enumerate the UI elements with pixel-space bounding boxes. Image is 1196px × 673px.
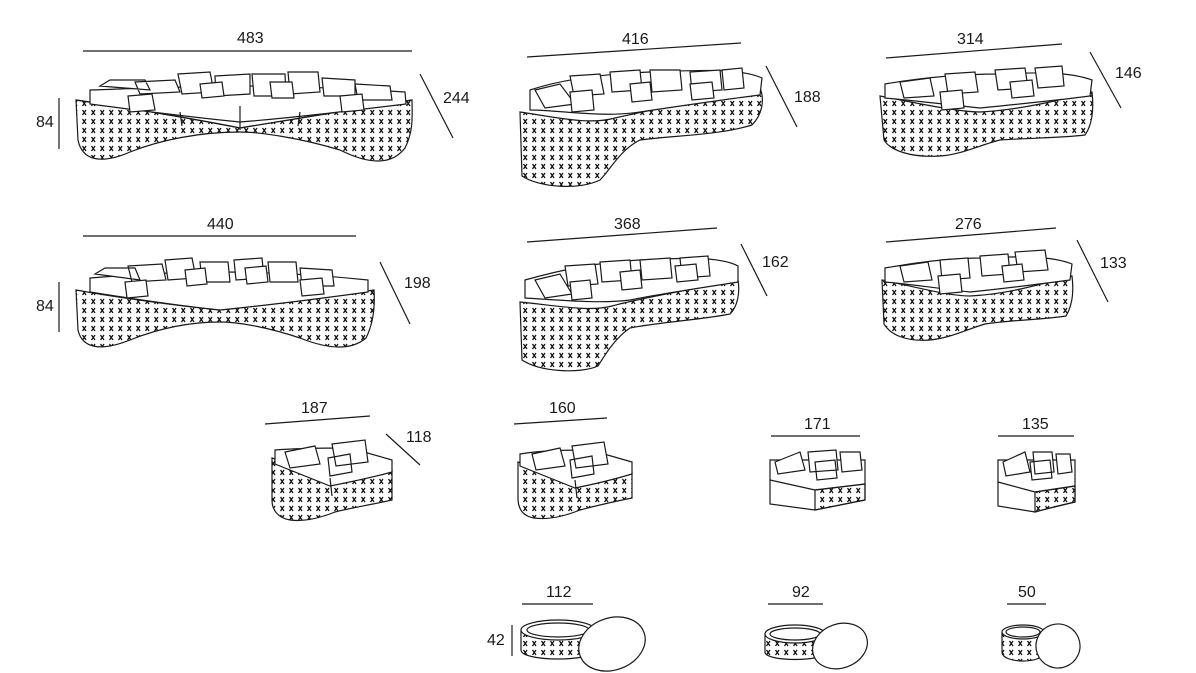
sofa-2-depth-line bbox=[765, 65, 798, 128]
sofa-1-drawing bbox=[75, 71, 413, 162]
sofa-7-depth-line bbox=[385, 433, 421, 466]
ottoman-3-width-label: 50 bbox=[1018, 584, 1036, 601]
sofa-1-depth-line bbox=[419, 73, 454, 139]
sofa-3-width-label: 314 bbox=[957, 31, 984, 48]
sofa-9-drawing bbox=[769, 449, 866, 511]
sofa-1-height-label: 84 bbox=[36, 114, 54, 131]
sofa-5-width-line bbox=[526, 227, 718, 243]
sofa-7-width-label: 187 bbox=[301, 400, 328, 417]
sofa-4-drawing bbox=[75, 257, 375, 348]
sofa-3-depth-line bbox=[1089, 51, 1122, 109]
sofa-6-depth-label: 133 bbox=[1100, 255, 1127, 272]
sofa-7-depth-label: 118 bbox=[406, 429, 432, 446]
sofa-7-width-line bbox=[264, 415, 371, 425]
sofa-8-drawing bbox=[517, 441, 633, 520]
ottoman-1-height-label: 42 bbox=[487, 632, 505, 649]
sofa-3-width-line bbox=[885, 43, 1063, 59]
sofa-9-width-label: 171 bbox=[804, 416, 831, 433]
ottoman-1-width-label: 112 bbox=[546, 584, 572, 601]
sofa-8-width-label: 160 bbox=[549, 400, 576, 417]
sofa-2-depth-label: 188 bbox=[794, 89, 821, 106]
sofa-2-width-label: 416 bbox=[622, 31, 649, 48]
sofa-4-height-label: 84 bbox=[36, 298, 54, 315]
sofa-5-depth-line bbox=[740, 243, 768, 297]
sofa-10-width-label: 135 bbox=[1022, 416, 1049, 433]
ottoman-1-drawing bbox=[520, 616, 646, 672]
sofa-5-depth-label: 162 bbox=[762, 254, 789, 271]
ottoman-2-drawing bbox=[764, 622, 868, 670]
sofa-8-width-line bbox=[513, 417, 608, 425]
sofa-5-drawing bbox=[519, 255, 740, 372]
ottoman-2-width-label: 92 bbox=[792, 584, 810, 601]
sofa-6-width-label: 276 bbox=[955, 216, 982, 233]
sofa-10-drawing bbox=[997, 451, 1076, 513]
sofa-1-depth-label: 244 bbox=[443, 90, 470, 107]
sofa-2-drawing bbox=[519, 67, 763, 187]
sofa-7-drawing bbox=[271, 439, 393, 522]
sofa-3-depth-label: 146 bbox=[1115, 65, 1142, 82]
sofa-3-drawing bbox=[879, 65, 1094, 157]
sofa-4-depth-label: 198 bbox=[404, 275, 431, 292]
sofa-5-width-label: 368 bbox=[614, 216, 641, 233]
sofa-6-width-line bbox=[885, 227, 1057, 243]
ottoman-3-drawing bbox=[1001, 623, 1081, 669]
sofa-1-width-label: 483 bbox=[237, 30, 264, 47]
sofa-4-width-label: 440 bbox=[207, 216, 234, 233]
sofa-6-drawing bbox=[881, 249, 1074, 341]
sofa-6-depth-line bbox=[1076, 239, 1109, 303]
sofa-4-depth-line bbox=[379, 261, 411, 325]
sofa-2-width-line bbox=[526, 42, 742, 58]
